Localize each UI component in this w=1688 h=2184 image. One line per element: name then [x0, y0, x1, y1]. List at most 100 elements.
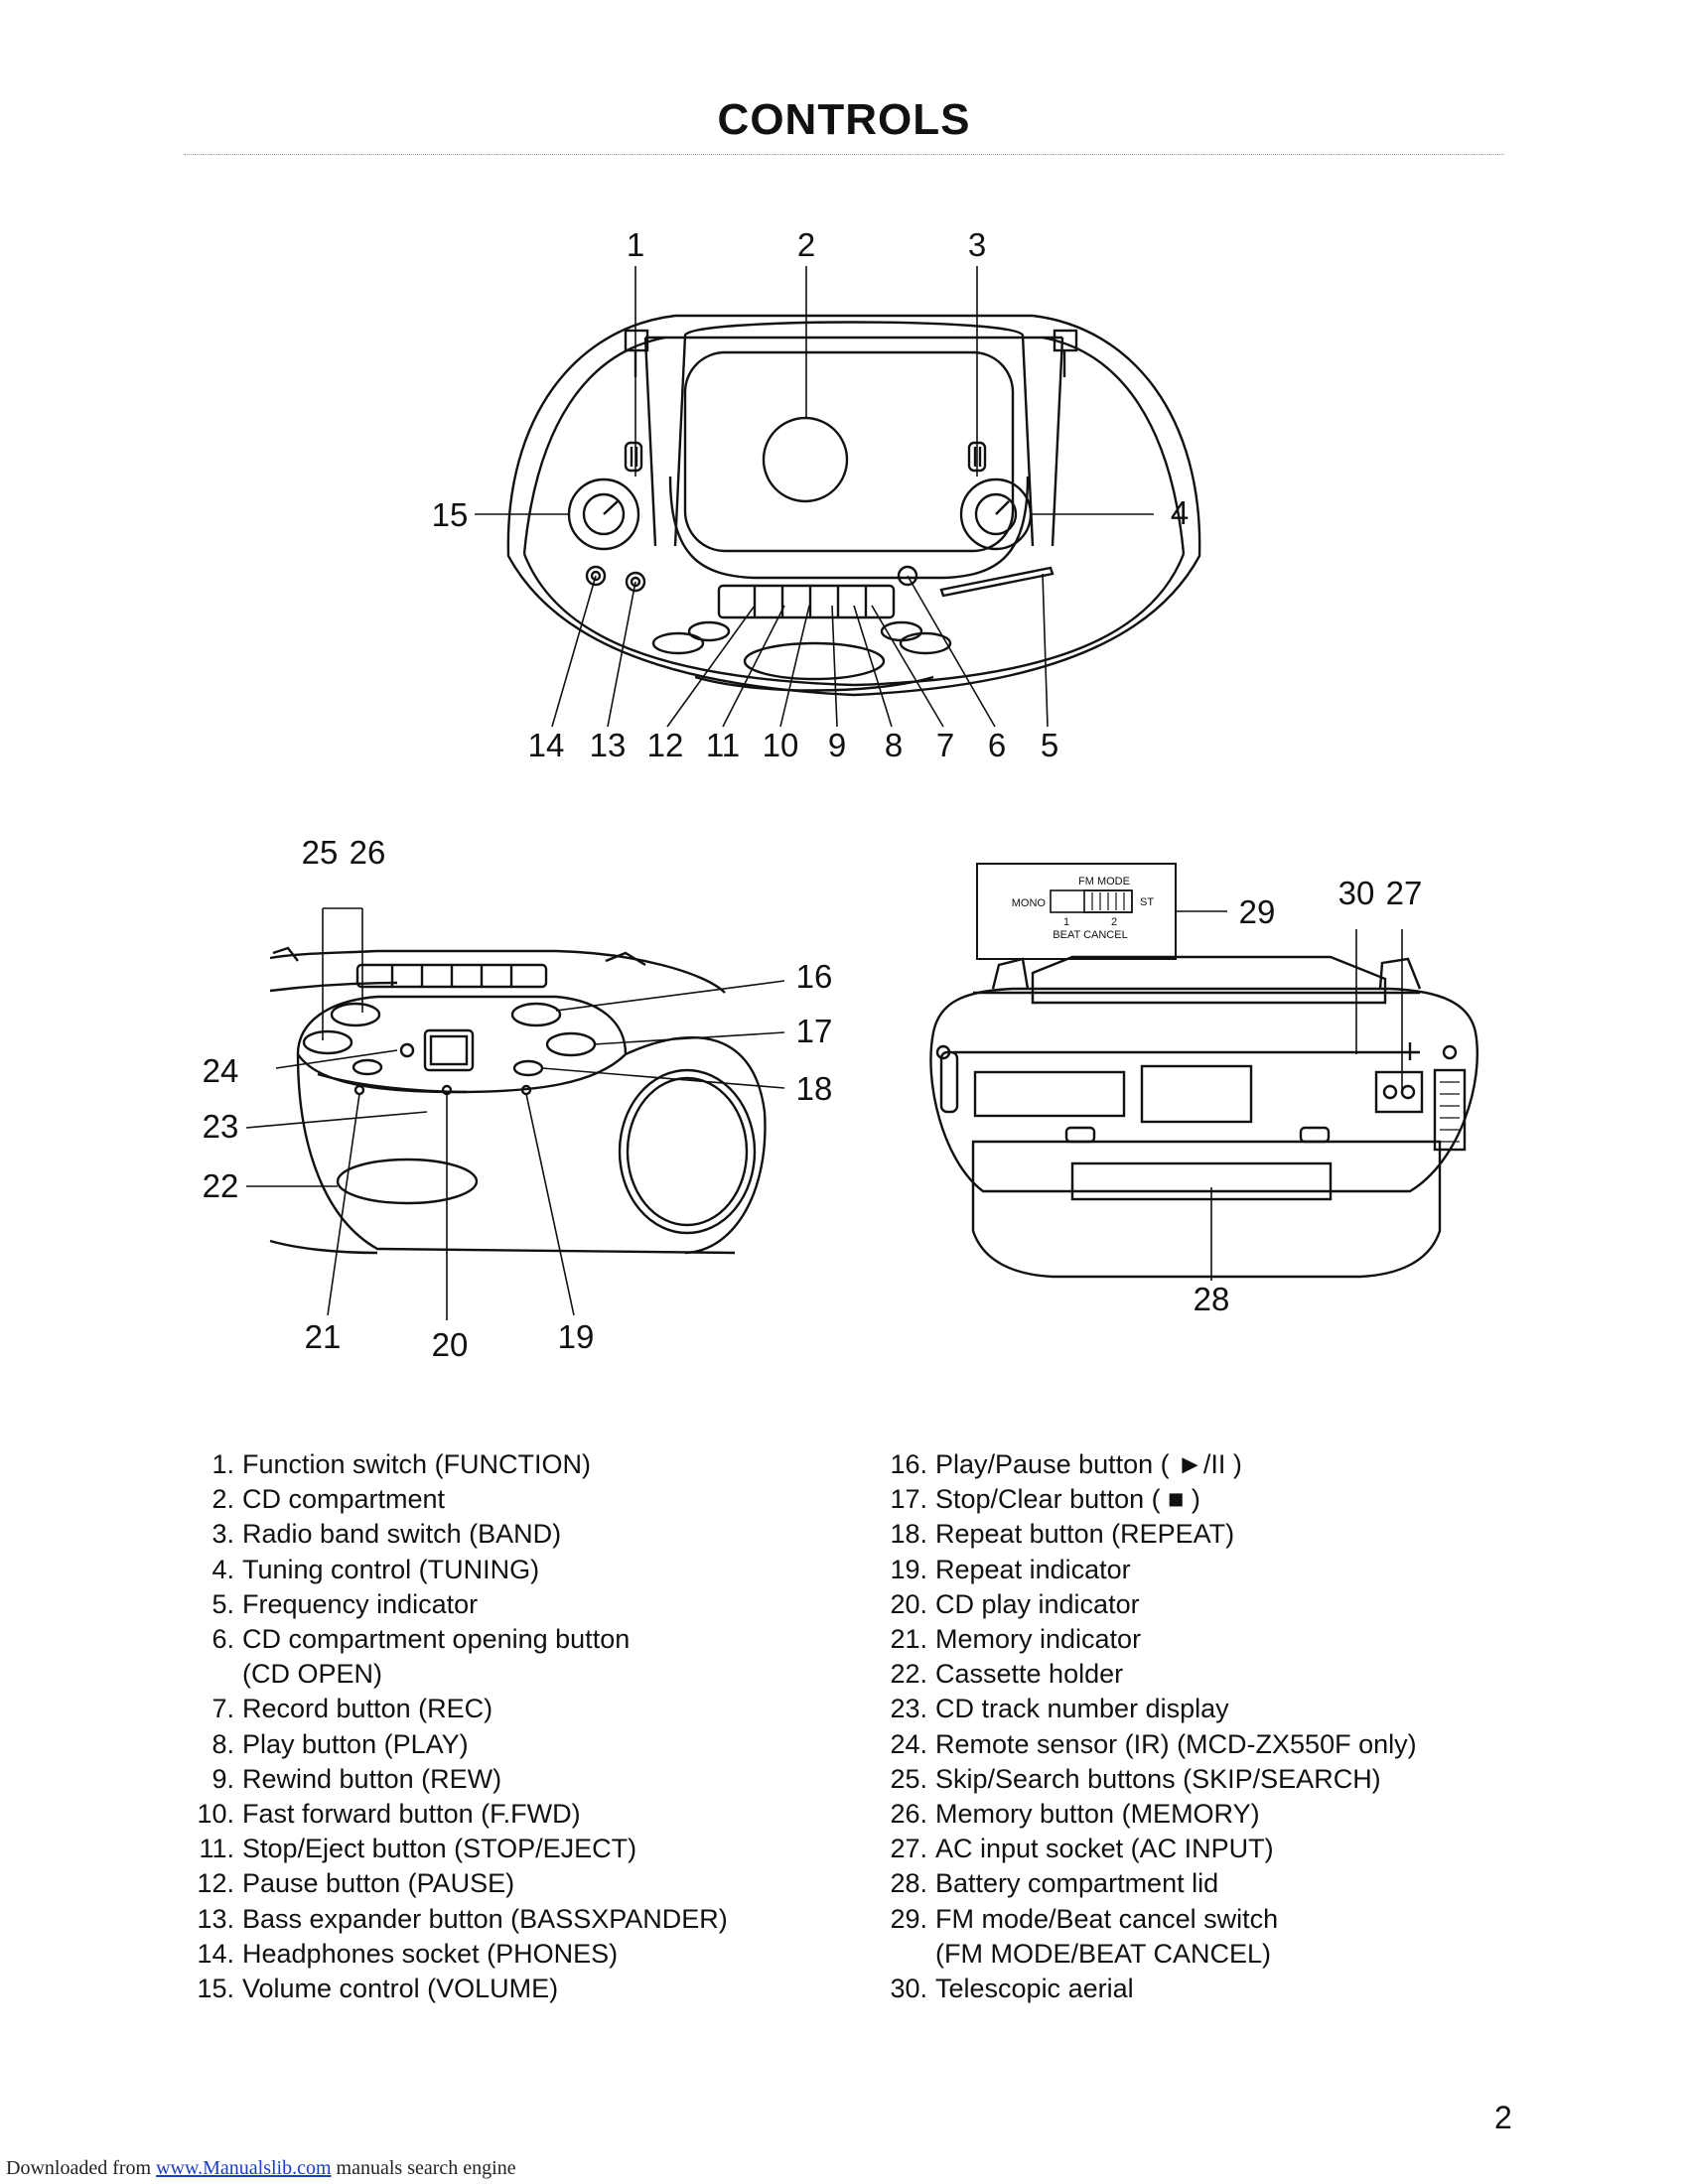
inset-st-label: ST	[1140, 896, 1154, 908]
legend-item-number: 4.	[211, 1554, 234, 1584]
legend-item-label: Play/Pause button ( ►/II )	[935, 1449, 1242, 1479]
legend-item-number: 29.	[890, 1903, 927, 1934]
legend-item-text: Memory button (MEMORY)	[935, 1797, 1260, 1832]
legend-item-number: 19.	[890, 1554, 927, 1584]
callout-16: 16	[796, 958, 833, 995]
legend-item: 19. Repeat indicator	[882, 1553, 1517, 1587]
legend-item: 12.Pause button (PAUSE)	[189, 1866, 824, 1901]
legend-item-label: Frequency indicator	[242, 1588, 479, 1619]
legend-item-number: 6.	[211, 1624, 234, 1655]
legend-item: 25.Skip/Search buttons (SKIP/SEARCH)	[882, 1762, 1517, 1797]
legend-item-label: Radio band switch (BAND)	[242, 1519, 562, 1550]
callout-29: 29	[1239, 893, 1276, 930]
legend-item-label: Memory indicator	[935, 1624, 1142, 1655]
callout-1: 1	[627, 226, 644, 263]
legend-item-number: 22.	[890, 1659, 927, 1690]
legend-item-label: Function switch (FUNCTION)	[242, 1449, 592, 1479]
legend-item: 27.AC input socket (AC INPUT)	[882, 1832, 1517, 1866]
legend-item: 10.Fast forward button (F.FWD)	[189, 1797, 824, 1832]
callout-10: 10	[763, 727, 799, 763]
legend-item-label: Rewind button (REW)	[242, 1763, 502, 1794]
legend-item-label: Remote sensor (IR) (MCD-ZX550F only)	[935, 1728, 1417, 1759]
callout-8: 8	[885, 727, 903, 763]
legend-item: 20. CD play indicator	[882, 1587, 1517, 1622]
legend-item-text: Telescopic aerial	[935, 1972, 1134, 2006]
legend-item-text: CD compartment opening button (CD OPEN)	[242, 1622, 630, 1692]
legend-item: 17.Stop/Clear button ( ■ )	[882, 1482, 1517, 1517]
legend-item: 29. FM mode/Beat cancel switch (FM MODE/BE…	[882, 1902, 1517, 1972]
legend-item-number: 28.	[890, 1868, 927, 1899]
legend-item: 7. Record button (REC)	[189, 1692, 824, 1726]
legend-item: 1. Function switch (FUNCTION)	[189, 1447, 824, 1482]
callout-12: 12	[647, 727, 684, 763]
legend-item-number: 2.	[211, 1484, 234, 1515]
legend-item-number: 13.	[197, 1903, 234, 1934]
legend-item-continuation: (CD OPEN)	[242, 1659, 382, 1690]
legend-item-number: 5.	[211, 1588, 234, 1619]
legend-item-text: Function switch (FUNCTION)	[242, 1447, 591, 1482]
legend-item-label: Repeat indicator	[935, 1554, 1131, 1584]
legend-item-text: Record button (REC)	[242, 1692, 492, 1726]
callout-22: 22	[203, 1167, 239, 1204]
legend-item-label: CD play indicator	[935, 1588, 1140, 1619]
callout-14: 14	[528, 727, 565, 763]
legend-item-label: CD compartment opening button	[242, 1624, 631, 1655]
legend-item-text: Play/Pause button ( ►/II )	[935, 1447, 1242, 1482]
legend-item-number: 26.	[890, 1799, 927, 1830]
legend-item-label: Volume control (VOLUME)	[242, 1974, 559, 2004]
manualslib-link[interactable]: www.Manualslib.com	[156, 2157, 332, 2179]
legend-item-number: 18.	[890, 1519, 927, 1550]
legend-item-text: Play button (PLAY)	[242, 1727, 469, 1762]
legend-item-text: Stop/Eject button (STOP/EJECT)	[242, 1832, 636, 1866]
legend-item-number: 12.	[197, 1868, 234, 1899]
legend-item-number: 20.	[890, 1588, 927, 1619]
legend-item-text: Tuning control (TUNING)	[242, 1553, 539, 1587]
legend-item-text: CD track number display	[935, 1692, 1229, 1726]
legend-item: 22. Cassette holder	[882, 1657, 1517, 1692]
legend-item-text: Repeat indicator	[935, 1553, 1131, 1587]
callout-20: 20	[432, 1326, 469, 1363]
callout-24: 24	[203, 1052, 239, 1089]
callout-15: 15	[432, 496, 469, 533]
legend-item-text: Fast forward button (F.FWD)	[242, 1797, 581, 1832]
legend-item: 15.Volume control (VOLUME)	[189, 1972, 824, 2006]
legend-item-label: FM mode/Beat cancel switch	[935, 1903, 1279, 1934]
title-divider	[184, 154, 1504, 155]
callout-21: 21	[305, 1318, 342, 1355]
legend-item: 24. Remote sensor (IR) (MCD-ZX550F only)	[882, 1727, 1517, 1762]
inset-pos-2: 2	[1111, 916, 1117, 928]
legend-right-list: 16. Play/Pause button ( ►/II )17.Stop/Cle…	[882, 1447, 1517, 2006]
figure-side-view: 16 17 18 19 20 21 22 23 24 25 26	[203, 834, 833, 1363]
legend-item-label: Battery compartment lid	[935, 1868, 1219, 1899]
legend-item-label: CD compartment	[242, 1484, 446, 1515]
legend-item-text: Frequency indicator	[242, 1587, 478, 1622]
legend-item-text: Rewind button (REW)	[242, 1762, 501, 1797]
legend-item: 9.Rewind button (REW)	[189, 1762, 824, 1797]
legend-item-continuation: (FM MODE/BEAT CANCEL)	[935, 1938, 1272, 1969]
legend-item: 21.Memory indicator	[882, 1622, 1517, 1657]
legend-item: 11.Stop/Eject button (STOP/EJECT)	[189, 1832, 824, 1866]
legend-item-label: Stop/Eject button (STOP/EJECT)	[242, 1834, 637, 1864]
legend-item-text: FM mode/Beat cancel switch (FM MODE/BEAT …	[935, 1902, 1278, 1972]
legend-item-text: Memory indicator	[935, 1622, 1141, 1657]
callout-19: 19	[558, 1318, 595, 1355]
callout-25: 25	[302, 834, 339, 871]
legend-item-label: Headphones socket (PHONES)	[242, 1938, 619, 1969]
callout-5: 5	[1041, 727, 1058, 763]
figure-top-view: 1 2 3 4 5 6 7 8 9 10 11 12 13 14 15	[432, 226, 1201, 763]
legend-item-label: Play button (PLAY)	[242, 1728, 469, 1759]
figure-rear-view: FM MODE MONO ST 1 2 BEAT CANCEL 29 30 27…	[929, 863, 1479, 1317]
legend-item-text: Radio band switch (BAND)	[242, 1517, 561, 1552]
legend-item: 28. Battery compartment lid	[882, 1866, 1517, 1901]
page-number: 2	[1494, 2100, 1512, 2135]
legend-item-number: 3.	[211, 1519, 234, 1550]
legend-item-number: 7.	[211, 1694, 234, 1724]
callout-17: 17	[796, 1013, 833, 1049]
legend-item-text: CD play indicator	[935, 1587, 1140, 1622]
inset-caption: BEAT CANCEL	[1053, 929, 1127, 941]
legend-item-number: 24.	[890, 1728, 927, 1759]
legend-item-text: Cassette holder	[935, 1657, 1123, 1692]
legend-item-number: 16.	[890, 1449, 927, 1479]
legend-item-number: 1.	[211, 1449, 234, 1479]
footer-suffix: manuals search engine	[331, 2157, 516, 2179]
